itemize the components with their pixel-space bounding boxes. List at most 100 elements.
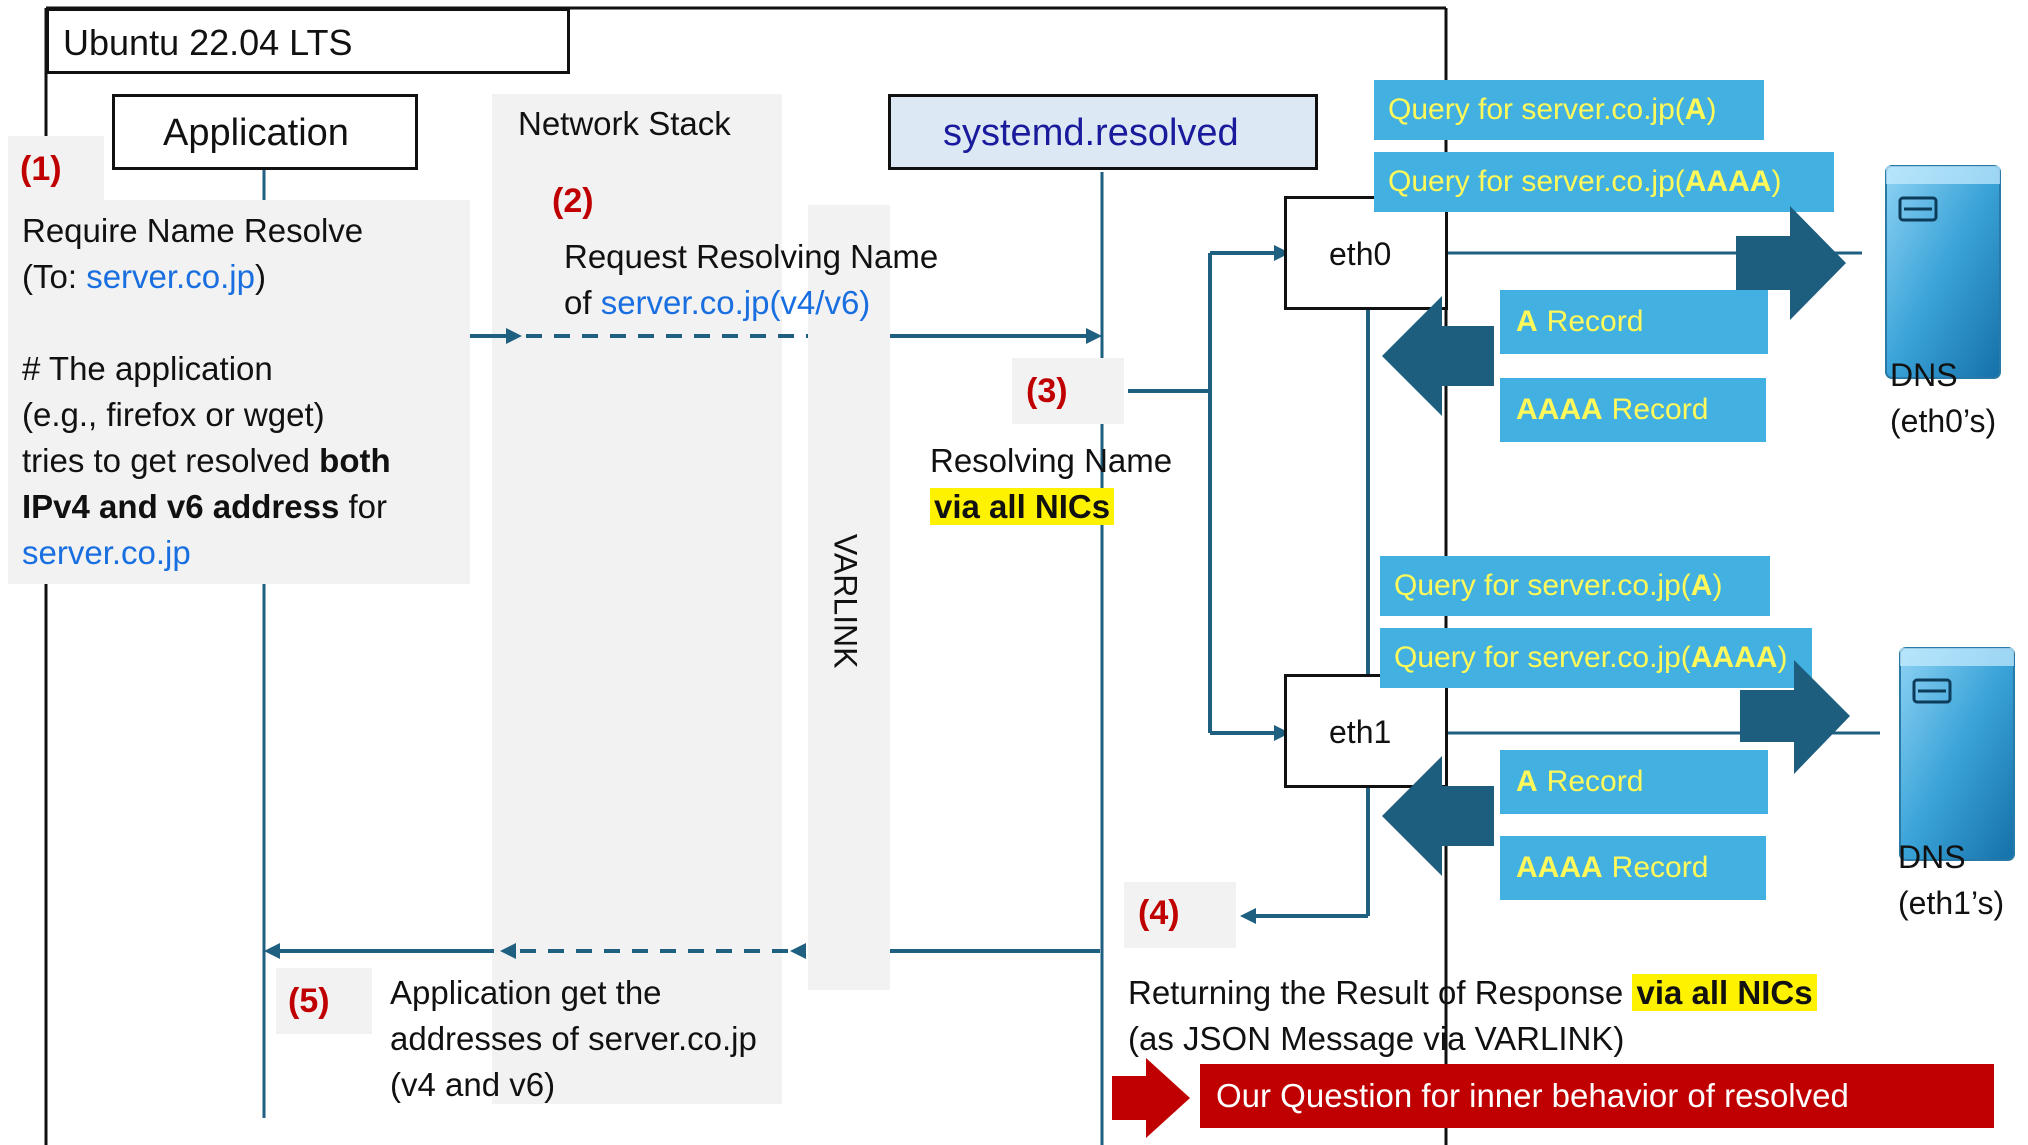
step1-line4: (e.g., firefox or wget) <box>22 396 325 433</box>
step3-marker-bg <box>1012 358 1124 424</box>
step4-marker-bg <box>1124 882 1236 948</box>
os-title-box: Ubuntu 22.04 LTS <box>46 8 570 74</box>
step3-text: Resolving Name via all NICs <box>930 438 1172 530</box>
eth0-query-a: Query for server.co.jp(A) <box>1374 80 1764 140</box>
step3-marker: (3) <box>1026 372 1068 410</box>
dns-eth1-label: DNS (eth1’s) <box>1898 834 2004 926</box>
dns-eth0-server-icon <box>1885 165 2001 379</box>
step4-text: Returning the Result of Response via all… <box>1128 970 1817 1062</box>
eth0-incoming-arrow <box>1382 296 1494 416</box>
step1-target-link: server.co.jp <box>86 258 255 295</box>
application-header: Application <box>112 94 418 170</box>
step3-line2: via all NICs <box>930 484 1172 530</box>
step2-text: Request Resolving Name of server.co.jp(v… <box>564 234 938 326</box>
step2-marker: (2) <box>552 182 594 220</box>
step3-line1: Resolving Name <box>930 442 1173 479</box>
step1-line6-bold: IPv4 and v6 address <box>22 488 340 525</box>
eth0-record-aaaa-type: AAAA <box>1516 393 1603 426</box>
step2-line1: Request Resolving Name <box>564 238 939 275</box>
step4-marker: (4) <box>1138 894 1180 932</box>
eth1-query-a: Query for server.co.jp(A) <box>1380 556 1770 616</box>
step2-target-link: server.co.jp(v4/v6) <box>600 284 871 321</box>
os-title: Ubuntu 22.04 LTS <box>63 22 353 63</box>
eth0-query-a-prefix: Query for server.co.jp( <box>1388 93 1685 126</box>
question-banner: Our Question for inner behavior of resol… <box>1200 1064 1994 1128</box>
step2-line2-prefix: of <box>564 284 601 321</box>
eth0-record-a-word: Record <box>1546 305 1644 338</box>
step4-line1-prefix: Returning the Result of Response <box>1128 974 1633 1011</box>
eth0-label: eth0 <box>1329 236 1392 272</box>
step2-line2: of server.co.jp(v4/v6) <box>564 280 938 326</box>
step3-highlight: via all NICs <box>930 488 1115 525</box>
eth1-record-aaaa-type: AAAA <box>1516 851 1603 884</box>
step1-marker-bg <box>8 136 104 202</box>
eth0-query-aaaa: Query for server.co.jp(AAAA) <box>1374 152 1834 212</box>
eth0-record-aaaa-word: Record <box>1611 393 1709 426</box>
eth1-query-a-prefix: Query for server.co.jp( <box>1394 569 1691 602</box>
question-banner-text: Our Question for inner behavior of resol… <box>1216 1077 1849 1114</box>
application-label: Application <box>163 112 349 154</box>
eth1-record-a-type: A <box>1516 765 1538 798</box>
eth1-query-aaaa: Query for server.co.jp(AAAA) <box>1380 628 1812 688</box>
step5-marker-bg <box>276 968 372 1034</box>
eth1-label: eth1 <box>1329 714 1392 750</box>
eth0-query-a-type: A <box>1684 93 1707 126</box>
eth1-outgoing-arrow <box>1740 660 1850 774</box>
step5-line2: addresses of server.co.jp <box>390 1020 757 1057</box>
step1-line3: # The application <box>22 350 273 387</box>
eth0-query-aaaa-type: AAAA <box>1684 165 1772 198</box>
step1-line5-prefix: tries to get resolved <box>22 442 320 479</box>
step1-line7: server.co.jp <box>22 534 191 571</box>
dns-eth0-label: DNS (eth0’s) <box>1890 352 1996 444</box>
eth1-incoming-arrow <box>1382 756 1494 876</box>
eth0-box: eth0 <box>1284 196 1448 310</box>
network-stack-label: Network Stack <box>518 105 731 142</box>
eth1-box: eth1 <box>1284 674 1448 788</box>
eth1-query-aaaa-suffix: ) <box>1777 641 1788 674</box>
resolved-label: systemd.resolved <box>943 112 1239 154</box>
eth0-query-a-suffix: ) <box>1706 93 1717 126</box>
eth0-outgoing-arrow <box>1736 206 1846 320</box>
step4-highlight: via all NICs <box>1632 974 1817 1011</box>
step1-box <box>8 200 470 584</box>
step1-text: Require Name Resolve (To: server.co.jp) … <box>22 208 391 576</box>
eth1-query-aaaa-type: AAAA <box>1690 641 1778 674</box>
step1-line5: tries to get resolved both <box>22 438 391 484</box>
eth0-query-aaaa-suffix: ) <box>1771 165 1782 198</box>
network-stack-lane <box>492 94 782 1104</box>
dns-eth0-line1: DNS <box>1890 357 1958 393</box>
step5-line1: Application get the <box>390 974 662 1011</box>
varlink-lane <box>808 205 890 990</box>
eth1-query-aaaa-prefix: Query for server.co.jp( <box>1394 641 1691 674</box>
resolved-header: systemd.resolved <box>888 94 1318 170</box>
eth1-query-a-suffix: ) <box>1712 569 1723 602</box>
eth0-query-aaaa-prefix: Query for server.co.jp( <box>1388 165 1685 198</box>
step1-line5-bold: both <box>319 442 391 479</box>
question-arrow-icon <box>1112 1058 1190 1138</box>
step1-line2: (To: server.co.jp) <box>22 254 391 300</box>
step4-line1: Returning the Result of Response via all… <box>1128 970 1817 1016</box>
eth1-record-a-word: Record <box>1546 765 1644 798</box>
eth0-record-a-type: A <box>1516 305 1538 338</box>
dns-eth1-line1: DNS <box>1898 839 1966 875</box>
step1-line1: Require Name Resolve <box>22 212 364 249</box>
step1-line6-suffix: for <box>339 488 388 525</box>
step5-marker: (5) <box>288 982 330 1020</box>
dns-eth1-line2: (eth1’s) <box>1898 885 2005 921</box>
step4-line2: (as JSON Message via VARLINK) <box>1128 1020 1625 1057</box>
step5-line3: (v4 and v6) <box>390 1066 556 1103</box>
step1-line2-prefix: (To: <box>22 258 87 295</box>
step1-marker: (1) <box>20 150 62 188</box>
step1-line6: IPv4 and v6 address for <box>22 484 391 530</box>
dns-eth1-server-icon <box>1899 647 2015 861</box>
eth1-record-aaaa-word: Record <box>1611 851 1709 884</box>
step5-text: Application get the addresses of server.… <box>390 970 757 1108</box>
